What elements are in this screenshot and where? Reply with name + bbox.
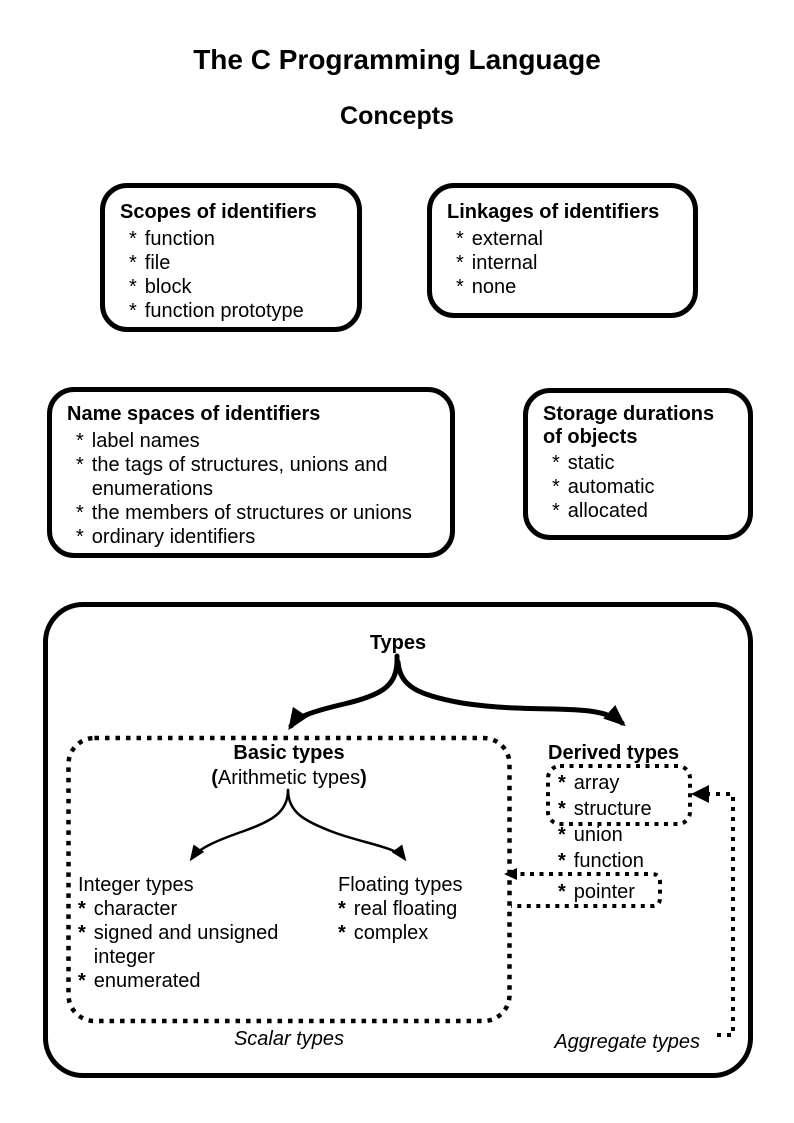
bullet: * bbox=[456, 252, 464, 274]
basic-types-subtitle: (Arithmetic types) bbox=[68, 766, 510, 790]
bullet: * bbox=[552, 500, 560, 522]
bullet: * bbox=[552, 452, 560, 474]
scalar-types-caption: Scalar types bbox=[233, 1028, 345, 1050]
list-item: * real floating bbox=[338, 897, 508, 921]
list-item-label: pointer bbox=[573, 881, 635, 903]
list-item-label: label names bbox=[91, 430, 200, 452]
list-item: * allocated bbox=[543, 499, 732, 523]
linkages-box-title: Linkages of identifiers bbox=[447, 201, 660, 223]
bullet: * bbox=[78, 970, 86, 992]
list-item: * block bbox=[120, 275, 341, 299]
list-item-label: function bbox=[144, 228, 215, 250]
list-item: * function bbox=[558, 849, 688, 873]
list-item: * function bbox=[120, 227, 341, 251]
list-item-label: function bbox=[573, 850, 644, 872]
bullet: * bbox=[129, 228, 137, 250]
scopes-box-title: Scopes of identifiers bbox=[120, 201, 317, 223]
list-item-label: block bbox=[144, 276, 192, 298]
list-item: * the members of structures or unions bbox=[67, 501, 434, 525]
list-item: * complex bbox=[338, 921, 508, 945]
bullet: * bbox=[338, 898, 346, 920]
paren-open: ( bbox=[211, 767, 218, 789]
list-item-label: allocated bbox=[567, 500, 648, 522]
bullet: * bbox=[558, 824, 566, 846]
derived-types-title: Derived types bbox=[548, 742, 680, 764]
storage-box: Storage durations of objects * static * … bbox=[523, 388, 753, 540]
list-item-label: automatic bbox=[567, 476, 655, 498]
aggregate-types-caption: Aggregate types bbox=[554, 1031, 700, 1053]
list-item: * internal bbox=[447, 251, 677, 275]
list-item: * automatic bbox=[543, 475, 732, 499]
list-item-label: static bbox=[567, 452, 615, 474]
bullet: * bbox=[78, 898, 86, 920]
list-item: * signed and unsigned integer bbox=[78, 921, 296, 969]
list-item: * ordinary identifiers bbox=[67, 525, 434, 549]
list-item: * union bbox=[558, 823, 688, 847]
list-item: * static bbox=[543, 451, 732, 475]
list-item-label: signed and unsigned integer bbox=[93, 922, 279, 968]
integer-types-list: Integer types * character * signed and u… bbox=[78, 873, 296, 993]
bullet: * bbox=[338, 922, 346, 944]
scopes-box: Scopes of identifiers * function * file … bbox=[100, 183, 362, 332]
floating-types-list: Floating types * real floating * complex bbox=[338, 873, 508, 945]
basic-types-subtitle-label: Arithmetic types bbox=[217, 767, 361, 789]
bullet: * bbox=[558, 772, 566, 794]
integer-types-title: Integer types bbox=[78, 874, 194, 896]
linkages-box: Linkages of identifiers * external * int… bbox=[427, 183, 698, 318]
list-item: * label names bbox=[67, 429, 434, 453]
floating-types-title: Floating types bbox=[338, 874, 463, 896]
list-item-label: structure bbox=[573, 798, 652, 820]
list-item: * structure bbox=[558, 797, 688, 821]
bullet: * bbox=[76, 502, 84, 524]
bullet: * bbox=[558, 798, 566, 820]
list-item-label: file bbox=[144, 252, 171, 274]
list-item: * function prototype bbox=[120, 299, 341, 323]
page-title: The C Programming Language bbox=[193, 44, 601, 75]
list-item-label: union bbox=[573, 824, 623, 846]
list-item-label: character bbox=[93, 898, 178, 920]
namespaces-box-title: Name spaces of identifiers bbox=[67, 403, 321, 425]
types-root-label: Types bbox=[369, 632, 427, 654]
types-diagram-box bbox=[43, 602, 753, 1078]
list-item: * the tags of structures, unions and enu… bbox=[67, 453, 434, 501]
list-item-label: array bbox=[573, 772, 620, 794]
bullet: * bbox=[76, 454, 84, 476]
list-item-label: internal bbox=[471, 252, 538, 274]
namespaces-box: Name spaces of identifiers * label names… bbox=[47, 387, 455, 558]
bullet: * bbox=[76, 430, 84, 452]
storage-box-title: Storage durations of objects bbox=[543, 403, 715, 448]
list-item: * character bbox=[78, 897, 296, 921]
basic-types-title: Basic types bbox=[233, 742, 345, 764]
list-item: * array bbox=[558, 771, 688, 795]
paren-close: ) bbox=[360, 767, 367, 789]
list-item-label: none bbox=[471, 276, 517, 298]
bullet: * bbox=[78, 922, 86, 944]
list-item-label: complex bbox=[353, 922, 429, 944]
list-item-label: the members of structures or unions bbox=[91, 502, 412, 524]
list-item-label: the tags of structures, unions and enume… bbox=[91, 454, 388, 500]
bullet: * bbox=[129, 276, 137, 298]
bullet: * bbox=[129, 300, 137, 322]
list-item: * file bbox=[120, 251, 341, 275]
list-item-label: ordinary identifiers bbox=[91, 526, 256, 548]
bullet: * bbox=[552, 476, 560, 498]
list-item: * enumerated bbox=[78, 969, 296, 993]
list-item-label: real floating bbox=[353, 898, 458, 920]
bullet: * bbox=[558, 881, 566, 903]
bullet: * bbox=[456, 276, 464, 298]
list-item: * pointer bbox=[558, 880, 688, 904]
bullet: * bbox=[129, 252, 137, 274]
list-item-label: external bbox=[471, 228, 543, 250]
page-subtitle: Concepts bbox=[340, 102, 454, 130]
bullet: * bbox=[456, 228, 464, 250]
list-item: * none bbox=[447, 275, 677, 299]
list-item-label: enumerated bbox=[93, 970, 201, 992]
bullet: * bbox=[76, 526, 84, 548]
list-item-label: function prototype bbox=[144, 300, 304, 322]
bullet: * bbox=[558, 850, 566, 872]
list-item: * external bbox=[447, 227, 677, 251]
